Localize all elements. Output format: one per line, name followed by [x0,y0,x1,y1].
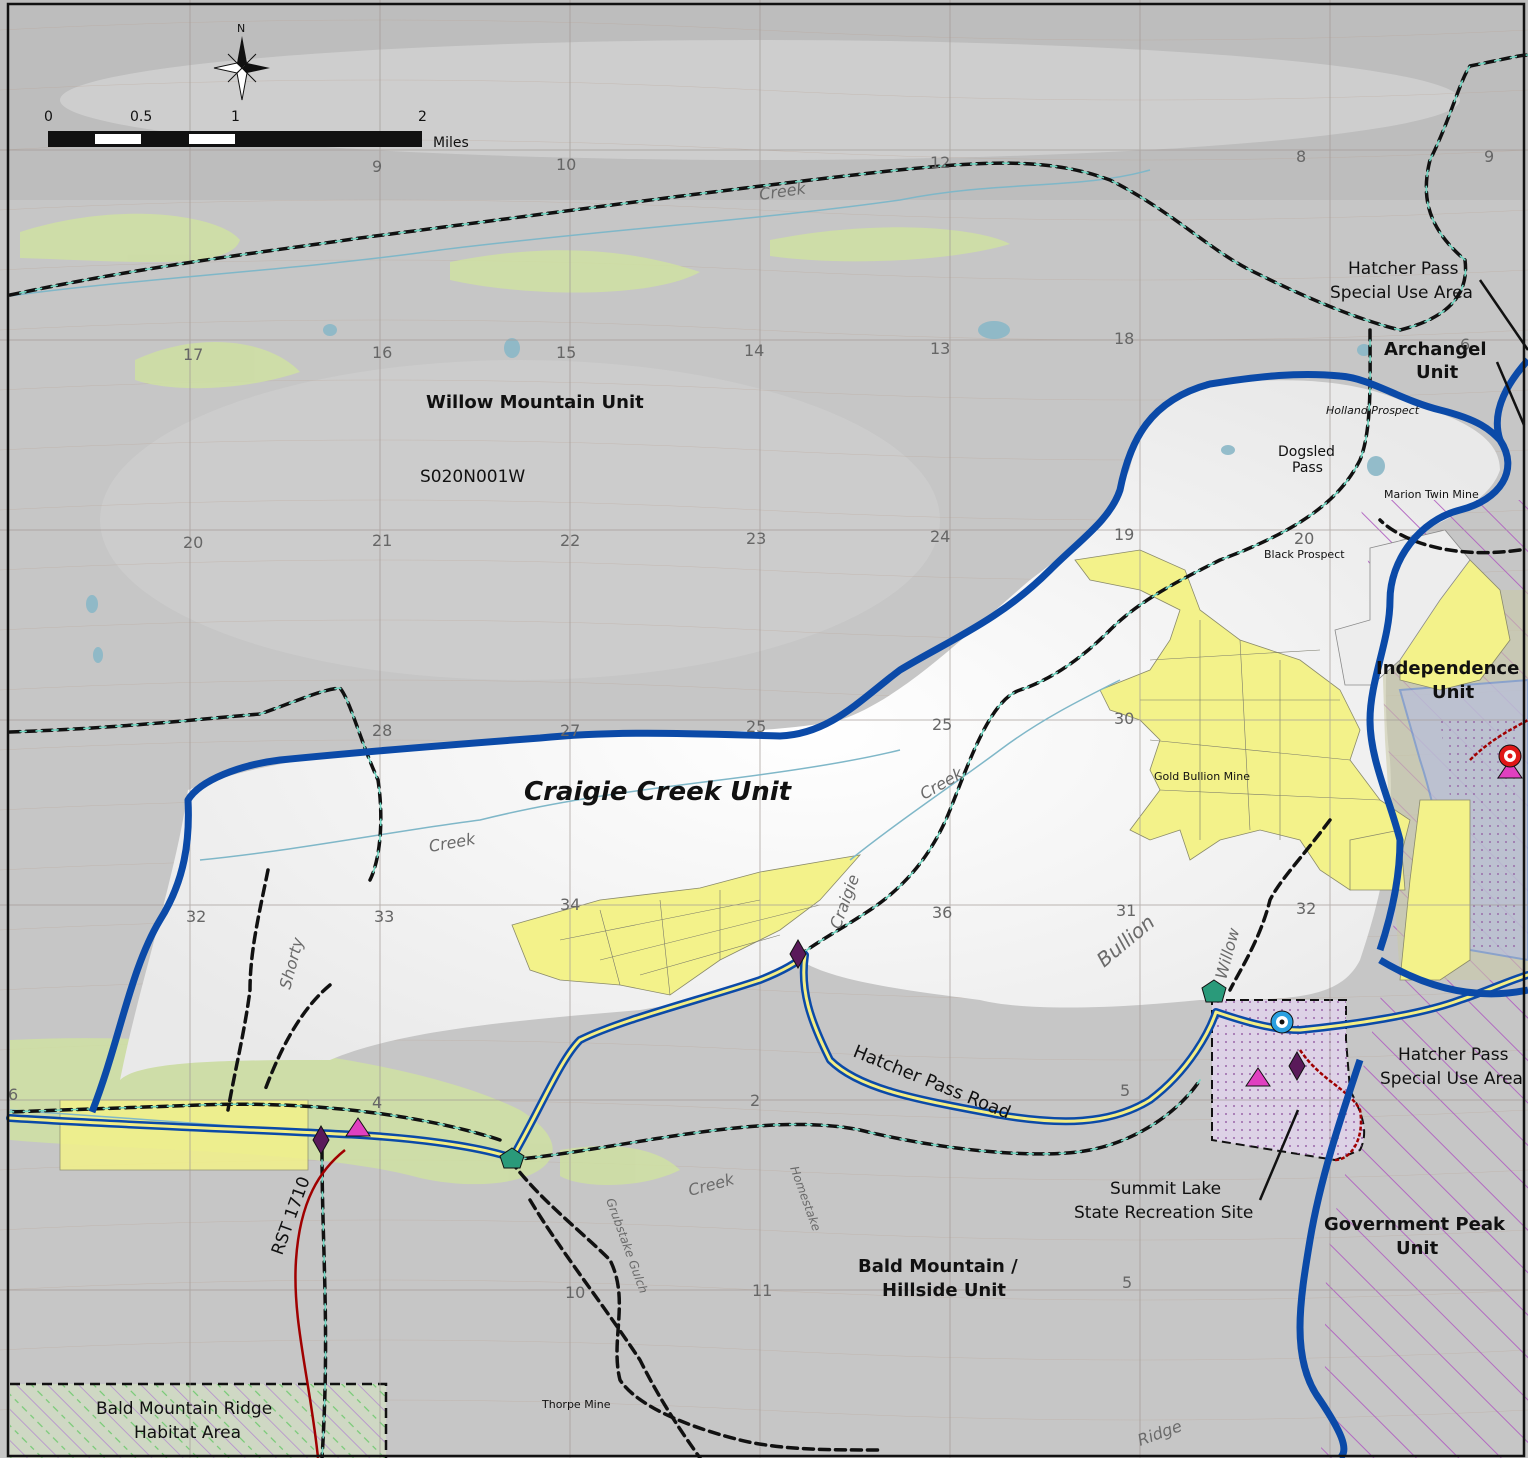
holland-prospect-label: Holland Prospect [1326,404,1420,417]
thorpe-mine-label: Thorpe Mine [541,1398,611,1411]
triangle-marker-icon [345,1117,371,1137]
section-number: 5 [1120,1081,1130,1100]
section-number: 6 [8,1085,18,1104]
black-prospect-label: Black Prospect [1264,548,1345,561]
section-number: 4 [372,1093,382,1112]
summit-lake-dots [1212,1000,1365,1160]
marion-twin-mine-label: Marion Twin Mine [1384,488,1479,501]
summit-lake-label-2: State Recreation Site [1074,1203,1253,1223]
section-number: 32 [186,907,206,926]
section-number: 14 [744,341,764,360]
route-rst-1710 [294,1149,346,1458]
archangel-unit-label-2: Unit [1416,362,1459,383]
hatcher-pass-right-label-1: Hatcher Pass [1398,1045,1509,1065]
feature-labels: Holland Prospect Dogsled Pass Marion Twi… [541,404,1479,1411]
craigie-creek-unit-label: Craigie Creek Unit [524,777,793,807]
section-number: 9 [372,157,382,176]
hatcher-pass-top-label-2: Special Use Area [1330,283,1473,303]
unit-boundaries [88,357,1528,1458]
scale-unit: Miles [433,135,469,151]
dogsled-pass-label-2: Pass [1292,460,1323,476]
willow-mountain-unit-label: Willow Mountain Unit [426,392,644,413]
section-number: 13 [930,339,950,358]
section-number: 20 [183,533,203,552]
target-marker-icon [1270,1010,1294,1034]
section-number: 24 [930,527,950,546]
triangle-marker-icon [1497,759,1523,779]
route-east [1298,718,1528,1162]
section-number: 30 [1114,709,1134,728]
section-number: 9 [1484,147,1494,166]
section-number: 25 [746,717,766,736]
section-number: 2 [750,1091,760,1110]
section-number: 8 [1296,147,1306,166]
section-number: 22 [560,531,580,550]
triangle-marker-icon [1245,1067,1271,1087]
hatcher-pass-right-label-2: Special Use Area [1380,1069,1523,1089]
claim-grid [1334,529,1471,686]
scale-tick-0: 0 [44,109,53,125]
gold-bullion-mine-label: Gold Bullion Mine [1154,770,1250,783]
section-number: 15 [556,343,576,362]
scale-tick-1: 1 [231,109,240,125]
section-number: 12 [930,153,950,172]
diamond-marker-icon [789,938,807,970]
trails [8,53,1528,1458]
section-number: 16 [372,343,392,362]
section-number: 34 [560,895,580,914]
bald-mountain-unit-label-2: Hillside Unit [882,1280,1006,1301]
section-numbers: 9 10 12 8 9 17 16 15 14 13 18 6 19 20 21… [8,147,1494,1302]
section-number: 31 [1116,901,1136,920]
diamond-marker-icon [312,1124,330,1156]
section-number: 5 [1122,1273,1132,1292]
target-marker-icon [1498,744,1522,768]
map-frame [6,2,1526,1458]
lakes [86,321,1385,663]
section-number: 18 [1114,329,1134,348]
section-number: 20 [1294,529,1314,548]
section-number: 33 [374,907,394,926]
independence-unit-label-1: Independence [1376,658,1519,679]
dogsled-pass-label-1: Dogsled [1278,444,1335,460]
section-number: 28 [372,721,392,740]
section-number: 6 [1460,335,1470,354]
bald-mountain-ridge-label-2: Habitat Area [134,1423,241,1443]
bald-mountain-ridge-hatch [10,1384,386,1458]
pentagon-marker-icon [499,1147,525,1169]
north-label: N [237,22,245,35]
compass-rose-icon [213,36,270,101]
section-number: 10 [565,1283,585,1302]
section-number: 23 [746,529,766,548]
scale-tick-0-5: 0.5 [130,109,152,125]
pentagon-marker-icon [1201,979,1227,1003]
leader-lines [1258,279,1528,1201]
independence-unit-label-2: Unit [1432,682,1475,703]
government-peak-unit-label-2: Unit [1396,1238,1439,1259]
bald-mountain-unit-label-1: Bald Mountain / [858,1256,1018,1277]
scale-tick-2: 2 [418,109,427,125]
section-number: 36 [932,903,952,922]
government-peak-unit-label-1: Government Peak [1324,1214,1506,1235]
section-number: 10 [556,155,576,174]
archangel-unit-label-1: Archangel [1384,339,1487,360]
section-number: 17 [183,345,203,364]
scale-bar: 0 0.5 1 2 Miles [44,109,469,151]
section-number: 11 [752,1281,772,1300]
section-number: 27 [560,721,580,740]
bald-mountain-ridge-border [10,1382,388,1458]
claim-grid-lines [559,620,1381,996]
section-number: 32 [1296,899,1316,918]
township-label: S020N001W [420,467,525,487]
section-number: 25 [932,715,952,734]
markers [312,744,1523,1169]
hatcher-pass-top-label-1: Hatcher Pass [1348,259,1459,279]
section-number: 21 [372,531,392,550]
bald-mountain-ridge-label-1: Bald Mountain Ridge [96,1399,272,1419]
diamond-marker-icon [1288,1050,1306,1082]
summit-lake-label-1: Summit Lake [1110,1179,1221,1199]
section-number: 19 [1114,525,1134,544]
